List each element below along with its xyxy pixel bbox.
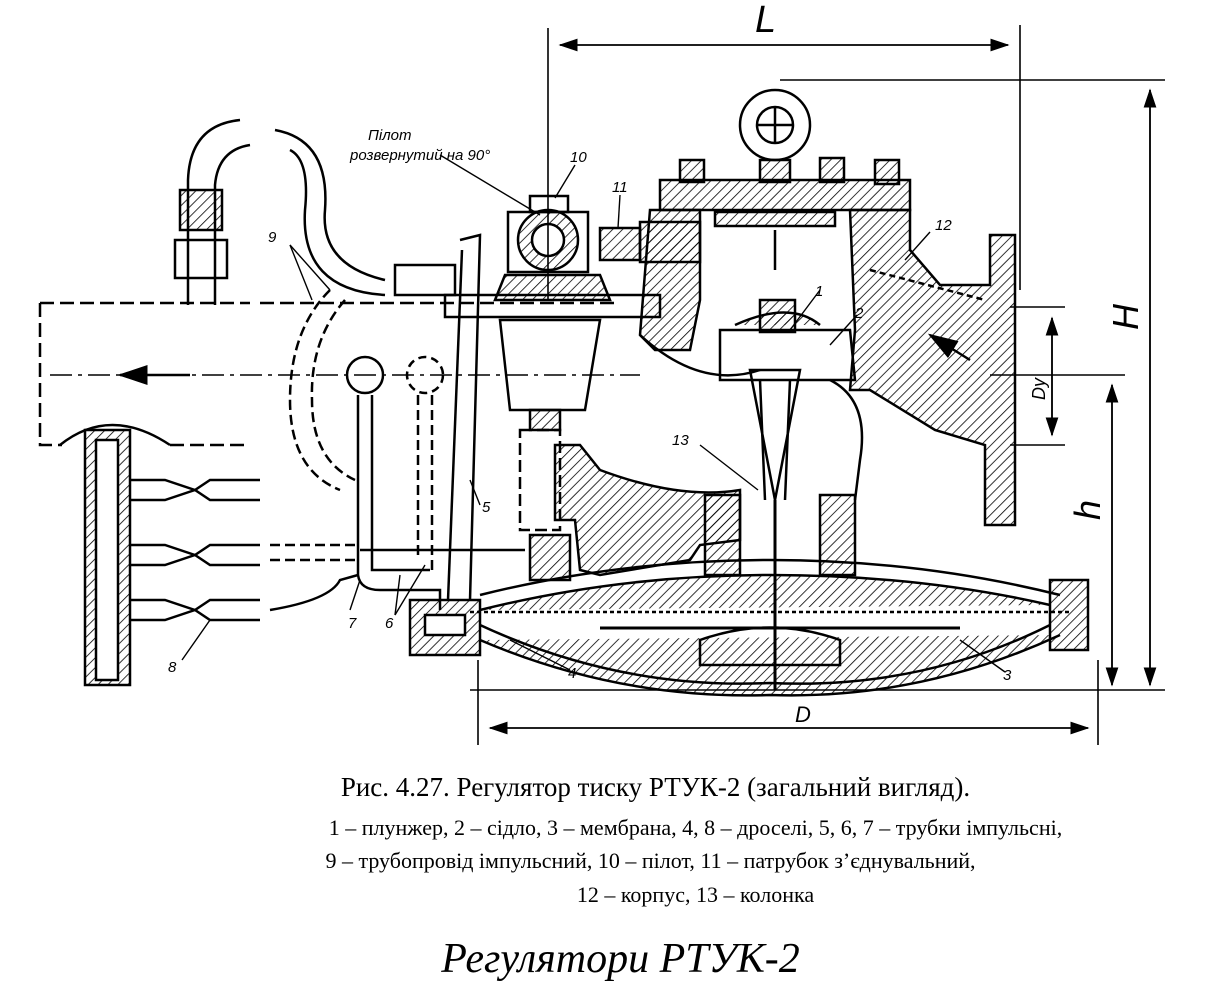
- callout-9: 9: [268, 229, 277, 246]
- callout-12: 12: [935, 217, 952, 234]
- figure-caption-legend-3: 12 – корпус, 13 – колонка: [576, 882, 815, 907]
- dim-label-D: D: [795, 702, 811, 727]
- regulator-diagram: L H h Dy D Пілот розвернутий на 90° 1 2 …: [38, 0, 1165, 745]
- callout-11: 11: [612, 179, 628, 196]
- impulse-pipeline-9: [173, 118, 386, 492]
- callout-13: 13: [672, 432, 689, 449]
- callout-3: 3: [1003, 667, 1012, 684]
- body-12: [553, 88, 1017, 690]
- figure-caption-legend-2: 9 – трубопровід імпульсний, 10 – пілот, …: [325, 848, 976, 873]
- dim-label-H: H: [1105, 303, 1146, 330]
- callout-7: 7: [348, 615, 357, 632]
- page-heading: Регулятори РТУК-2: [441, 936, 800, 982]
- dim-label-L: L: [755, 0, 776, 41]
- callout-10: 10: [570, 149, 587, 166]
- callout-1: 1: [815, 283, 823, 300]
- callout-8: 8: [168, 659, 177, 676]
- dim-label-h: h: [1067, 500, 1108, 520]
- membrane-chamber: [408, 533, 1090, 697]
- pilot-note-line1: Пілот: [368, 127, 412, 144]
- callout-leaders: [181, 154, 1006, 673]
- figure-caption-title: Рис. 4.27. Регулятор тиску РТУК-2 (загал…: [340, 772, 971, 802]
- dim-label-Dy: Dy: [1029, 377, 1049, 400]
- impulse-tubes: [269, 233, 525, 612]
- figure-caption-legend-1: 1 – плунжер, 2 – сідло, 3 – мембрана, 4,…: [328, 815, 1063, 840]
- pilot-note-line2: розвернутий на 90°: [349, 147, 490, 164]
- callout-2: 2: [854, 305, 864, 322]
- callout-5: 5: [482, 499, 491, 516]
- throttles-8: [83, 428, 260, 687]
- callout-6: 6: [385, 615, 394, 632]
- callout-4: 4: [568, 665, 576, 682]
- dimension-lines: [470, 25, 1165, 745]
